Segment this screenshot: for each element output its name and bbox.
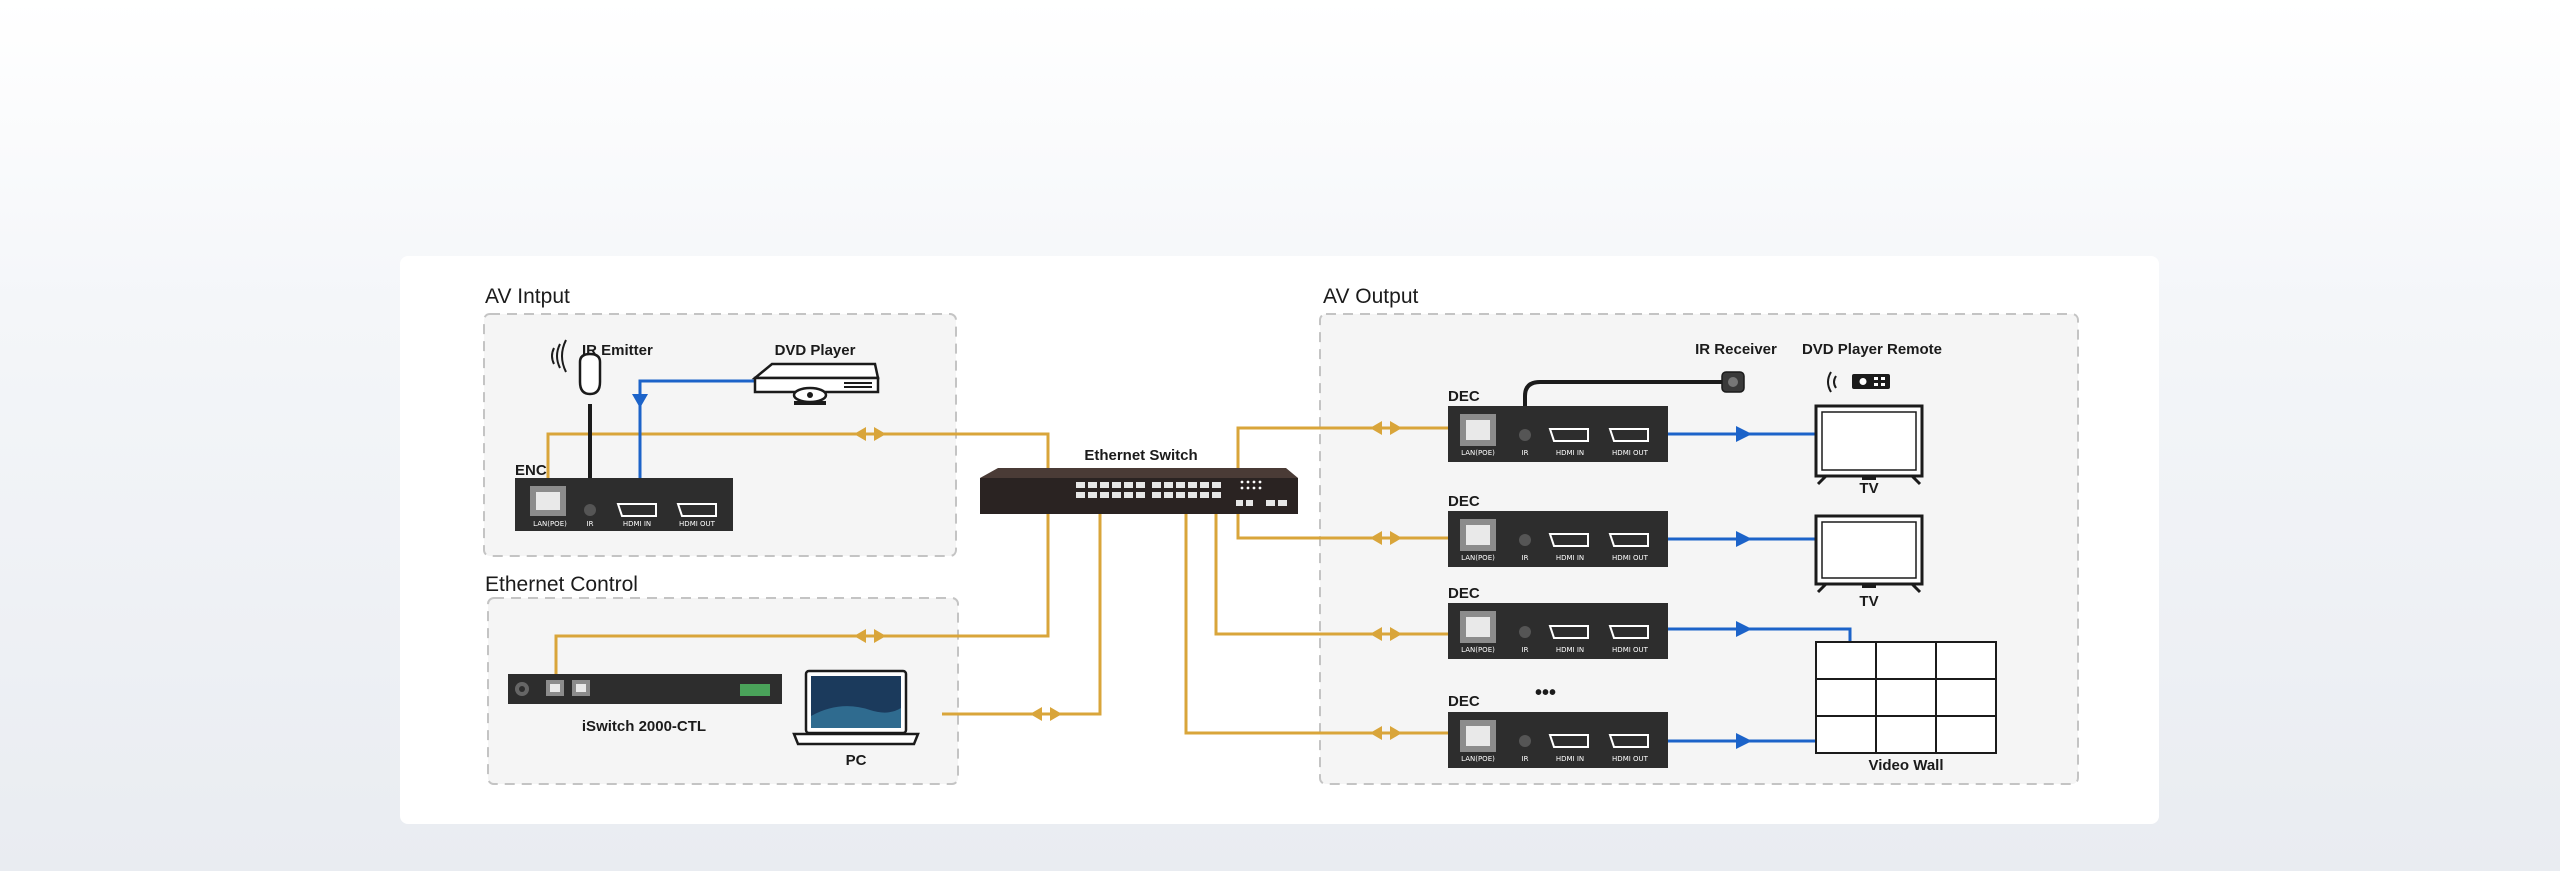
ir-receiver-icon bbox=[1721, 371, 1745, 393]
port-label: HDMI OUT bbox=[1612, 449, 1649, 457]
ir-receiver-cable bbox=[1523, 380, 1725, 414]
dec4-ethernet-link bbox=[1184, 514, 1452, 735]
dec-label: DEC bbox=[1448, 693, 1480, 710]
ethernet-switch-label: Ethernet Switch bbox=[1084, 447, 1197, 464]
port-label: IR bbox=[1522, 755, 1529, 763]
enc-ethernet-link bbox=[546, 432, 1050, 488]
port-label: HDMI IN bbox=[1556, 755, 1584, 763]
hdmi-direction-arrow bbox=[1736, 426, 1752, 442]
tv-label: TV bbox=[1859, 593, 1878, 610]
more-decoders-ellipsis: ••• bbox=[1535, 682, 1556, 704]
port-label: HDMI OUT bbox=[1612, 554, 1649, 562]
port-label: HDMI IN bbox=[1556, 646, 1584, 654]
port-label: HDMI OUT bbox=[1612, 646, 1649, 654]
pc-ethernet-link bbox=[942, 514, 1102, 716]
encoder-device-icon bbox=[515, 478, 733, 531]
av-input-heading: AV Intput bbox=[485, 285, 570, 308]
ethernet-switch-icon bbox=[980, 468, 1298, 514]
port-label: HDMI IN bbox=[623, 520, 651, 528]
port-label: HDMI OUT bbox=[679, 520, 716, 528]
dvd-player-icon bbox=[751, 362, 880, 405]
dec-label: DEC bbox=[1448, 493, 1480, 510]
port-label: HDMI IN bbox=[1556, 554, 1584, 562]
port-label: HDMI IN bbox=[1556, 449, 1584, 457]
hdmi-direction-arrow bbox=[632, 394, 648, 408]
port-label: IR bbox=[1522, 646, 1529, 654]
dec3-wall-hdmi-link bbox=[1658, 627, 1852, 646]
tv-icon bbox=[1814, 514, 1924, 594]
dvd-remote-label: DVD Player Remote bbox=[1802, 341, 1942, 358]
controller-ethernet-link bbox=[554, 514, 1050, 676]
video-wall-icon bbox=[1815, 641, 1997, 754]
hdmi-direction-arrow bbox=[1736, 621, 1752, 637]
av-output-heading: AV Output bbox=[1323, 285, 1418, 308]
port-label: LAN(POE) bbox=[1461, 755, 1495, 763]
port-label: LAN(POE) bbox=[533, 520, 567, 528]
port-label: IR bbox=[587, 520, 594, 528]
port-label: LAN(POE) bbox=[1461, 646, 1495, 654]
dvd-hdmi-link bbox=[638, 379, 758, 488]
ir-receiver-label: IR Receiver bbox=[1695, 341, 1777, 358]
port-label: IR bbox=[1522, 554, 1529, 562]
dec-label: DEC bbox=[1448, 388, 1480, 405]
dvd-player-label: DVD Player bbox=[775, 342, 856, 359]
decoder-device-icon bbox=[1448, 712, 1668, 768]
laptop-icon bbox=[792, 669, 920, 746]
port-label: LAN(POE) bbox=[1461, 554, 1495, 562]
ir-emitter-icon bbox=[551, 339, 602, 396]
tv-label: TV bbox=[1859, 480, 1878, 497]
hdmi-direction-arrow bbox=[1736, 733, 1752, 749]
enc-label: ENC bbox=[515, 462, 547, 479]
decoder-device-icon bbox=[1448, 406, 1668, 462]
pc-label: PC bbox=[846, 752, 867, 769]
video-wall-label: Video Wall bbox=[1868, 757, 1943, 774]
port-label: HDMI OUT bbox=[1612, 755, 1649, 763]
controller-device-icon bbox=[508, 674, 782, 704]
av-over-ip-topology-diagram: AV Intput Ethernet Control AV Output IR … bbox=[483, 285, 2079, 785]
controller-label: iSwitch 2000-CTL bbox=[582, 718, 706, 735]
ir-emitter-label: IR Emitter bbox=[582, 342, 653, 359]
remote-control-icon bbox=[1827, 371, 1890, 393]
tv-icon bbox=[1814, 404, 1924, 486]
port-label: LAN(POE) bbox=[1461, 449, 1495, 457]
diagram-card: AV Intput Ethernet Control AV Output IR … bbox=[400, 256, 2159, 824]
dec-label: DEC bbox=[1448, 585, 1480, 602]
decoder-device-icon bbox=[1448, 603, 1668, 659]
decoder-device-icon bbox=[1448, 511, 1668, 567]
ethernet-control-heading: Ethernet Control bbox=[485, 573, 638, 596]
hdmi-direction-arrow bbox=[1736, 531, 1752, 547]
port-label: IR bbox=[1522, 449, 1529, 457]
